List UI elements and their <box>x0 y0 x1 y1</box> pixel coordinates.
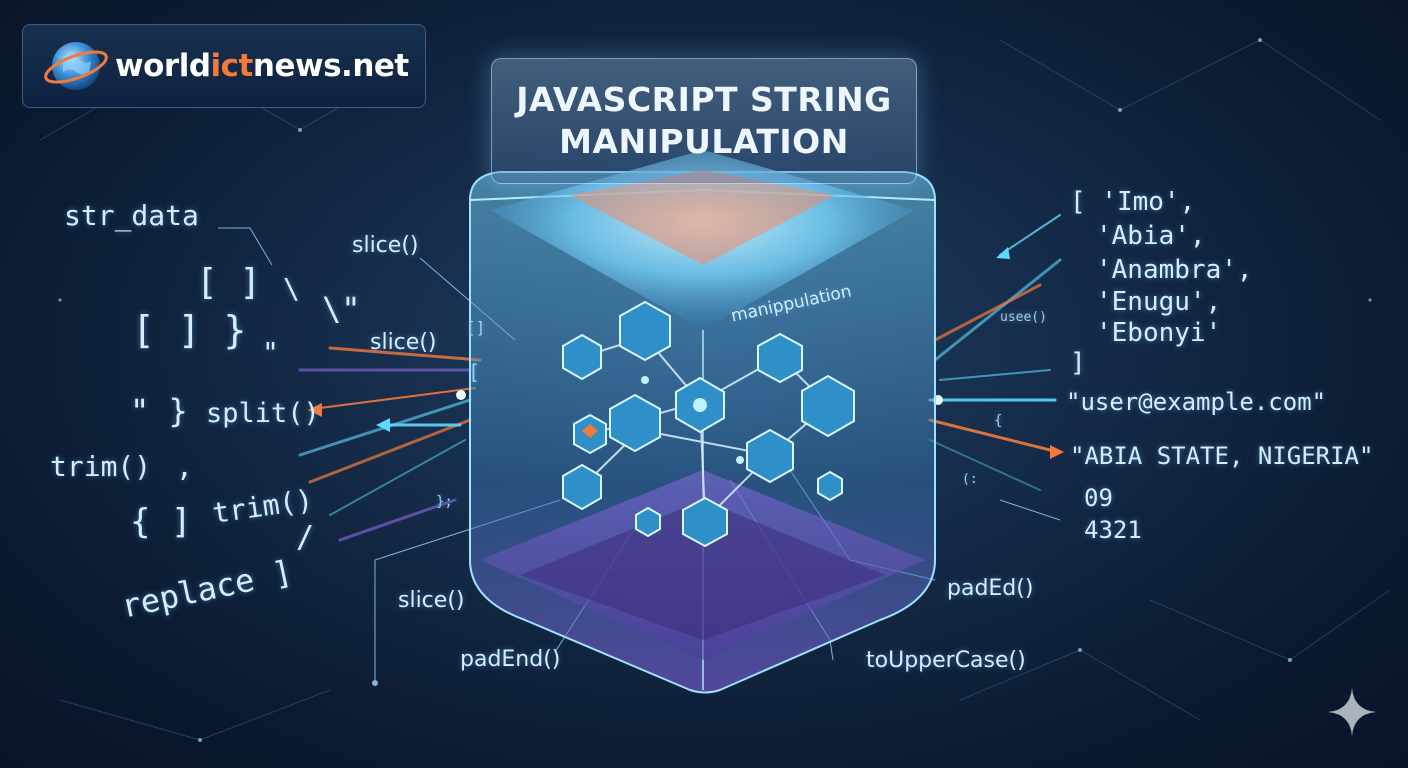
code-num-1: 09 <box>1084 484 1113 512</box>
label-slice-top: slice() <box>352 233 419 258</box>
glyph-paren-r: (: <box>962 472 978 487</box>
title-panel: JAVASCRIPT STRING MANIPULATION <box>491 58 917 184</box>
globe-icon <box>44 42 108 90</box>
label-padend: padEnd() <box>460 647 561 672</box>
site-logo[interactable]: worldictnews.net <box>22 24 426 108</box>
code-enugu: 'Enugu', <box>1096 287 1222 317</box>
label-paded: padEd() <box>947 576 1034 601</box>
code-brackets-2: [ ] } <box>132 308 247 352</box>
code-slash-2: / <box>296 520 315 555</box>
glyph-brace-r: { <box>994 413 1003 429</box>
glyph-bracket-b: [ <box>468 360 481 384</box>
code-quote-2: " } <box>130 392 188 430</box>
code-abia: 'Abia', <box>1096 221 1206 251</box>
title-line-2: MANIPULATION <box>559 122 849 161</box>
code-num-2: 4321 <box>1084 516 1142 544</box>
code-array-close: ] <box>1070 348 1086 378</box>
label-usee: usee() <box>1000 310 1047 325</box>
code-quote-slash: \" <box>322 290 361 328</box>
label-slice-bottom: slice() <box>398 588 465 613</box>
code-array-open: [ 'Imo', <box>1070 187 1196 217</box>
code-brace-bracket: { ] <box>130 502 192 542</box>
code-quote-1: " <box>262 336 279 369</box>
code-slash-1: \ <box>283 272 300 305</box>
code-email: "user@example.com" <box>1066 388 1327 416</box>
title-line-1: JAVASCRIPT STRING <box>516 80 892 119</box>
glyph-bracket-a: [] <box>466 318 486 337</box>
sparkle-icon <box>1328 688 1376 736</box>
code-trim-1: trim() <box>50 450 152 483</box>
glyph-brace-close: }; <box>436 494 453 510</box>
code-split: split() <box>206 398 320 429</box>
code-anambra: 'Anambra', <box>1096 255 1253 285</box>
logo-text: worldictnews.net <box>115 48 409 84</box>
label-slice-mid: slice() <box>370 330 437 355</box>
logo-part-news: news.net <box>252 48 409 84</box>
code-brackets-1: [ ] <box>196 262 262 303</box>
logo-part-ict: ict <box>210 48 254 84</box>
logo-part-world: world <box>115 48 211 84</box>
code-state: "ABIA STATE, NIGERIA" <box>1070 442 1374 470</box>
code-comma: , <box>176 450 193 483</box>
code-str-data: str_data <box>64 199 199 232</box>
label-touppercase: toUpperCase() <box>866 648 1026 673</box>
code-ebonyi: 'Ebonyi' <box>1096 318 1222 348</box>
